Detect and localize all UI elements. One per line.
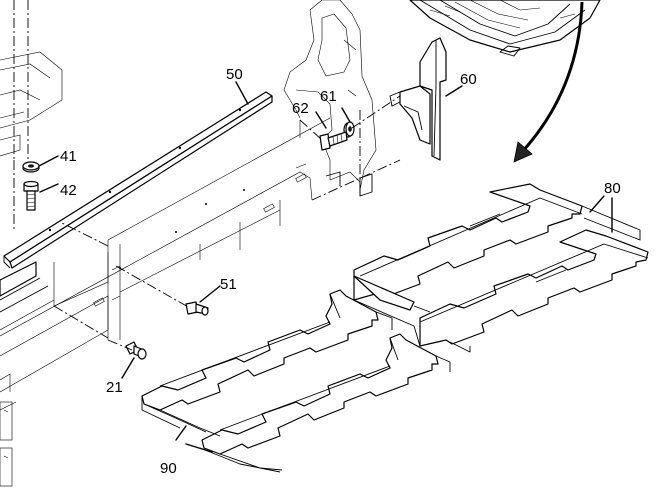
axis-line: [107, 339, 133, 351]
axis-line: [115, 265, 191, 309]
callout-50: 50: [226, 66, 243, 83]
floor-mat-80: [353, 183, 649, 353]
washer-41: [22, 161, 40, 173]
callout-62: 62: [292, 100, 309, 117]
side-rail: [0, 261, 49, 313]
side-panel-boxes: [0, 401, 13, 487]
bolt-62: [319, 131, 348, 151]
callout-80: 80: [604, 180, 621, 197]
callout-90: 90: [160, 460, 177, 477]
small-bracket: [325, 171, 373, 197]
bolt-51: [185, 301, 209, 316]
callout-60: 60: [460, 71, 477, 88]
angle-strip-50: [3, 91, 273, 269]
washer-61: [343, 121, 355, 138]
bolt-42: [23, 180, 39, 211]
upper-left-frame: [0, 51, 63, 157]
machine-assembly-fragment: [409, 0, 601, 57]
axis-line: [299, 119, 323, 141]
callout-61: 61: [320, 88, 337, 105]
axis-line: [59, 221, 109, 247]
direction-arrow: [513, 1, 584, 163]
upright-frame-plate: [283, 0, 377, 196]
axis-line: [311, 159, 401, 201]
floor-mat-90: [141, 289, 451, 473]
main-frame-panel: [0, 117, 331, 411]
callout-21: 21: [106, 379, 123, 396]
axis-line: [53, 305, 109, 339]
callout-41: 41: [60, 148, 77, 165]
bracket-60: [389, 37, 447, 161]
axis-line: [351, 95, 401, 129]
bolt-21: [125, 341, 147, 360]
callout-51: 51: [220, 276, 237, 293]
callout-42: 42: [60, 182, 77, 199]
